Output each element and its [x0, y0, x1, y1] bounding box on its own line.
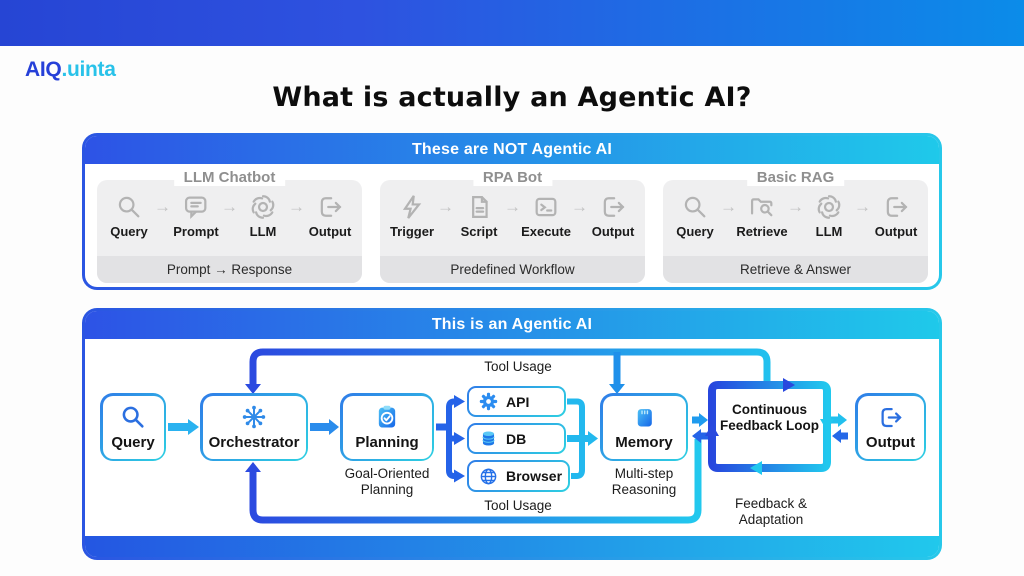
step-label: Trigger: [389, 224, 435, 239]
brand-logo: AIQ.uinta: [25, 58, 116, 82]
step-script: Script: [451, 193, 507, 239]
agentic-banner: This is an Agentic AI: [85, 311, 939, 339]
step-label: Output: [308, 224, 352, 239]
card-llm-chatbot-footer: Prompt → Response: [97, 256, 362, 283]
step-label: Query: [676, 224, 714, 239]
arrow-right-icon: →: [504, 197, 521, 216]
tool-db: DB: [467, 423, 566, 454]
search-icon: [122, 406, 144, 428]
folder-search-icon: [750, 198, 773, 217]
step-label: LLM: [249, 224, 277, 239]
orchestrator-hub-icon: [242, 405, 266, 429]
step-trigger: Trigger: [384, 193, 440, 239]
gear-icon: [479, 392, 498, 411]
step-prompt: Prompt: [168, 193, 224, 239]
database-icon: [482, 431, 495, 446]
flow-connectors: [168, 348, 848, 524]
tool-api: API: [467, 386, 566, 417]
search-icon: [684, 196, 706, 218]
node-output: Output: [855, 393, 926, 461]
step-label: Prompt: [173, 224, 219, 239]
page-title: What is actually an Agentic AI?: [272, 82, 752, 113]
card-llm-chatbot-title: LLM Chatbot: [173, 169, 286, 186]
card-basic-rag-title: Basic RAG: [746, 169, 845, 186]
step-label: Execute: [521, 224, 571, 239]
card-basic-rag: Basic RAG Query → Retrieve → LLM: [663, 169, 928, 283]
memory-sublabel: Multi-step Reasoning: [611, 466, 677, 497]
output-icon: [881, 407, 902, 427]
lightning-icon: [403, 194, 421, 220]
card-llm-chatbot: LLM Chatbot Query → Prompt → LLM: [97, 169, 362, 283]
node-query-label: Query: [111, 434, 155, 451]
brand-logo-prefix: AIQ: [25, 58, 62, 81]
arrow-right-icon: →: [288, 197, 305, 216]
step-label: Script: [460, 224, 498, 239]
chat-bubble-icon: [184, 196, 207, 218]
agentic-flow-diagram: Query: [85, 339, 939, 536]
terminal-icon: [535, 197, 557, 217]
arrow-right-icon: →: [720, 197, 737, 216]
node-memory: Memory: [600, 393, 688, 461]
node-memory-label: Memory: [615, 433, 673, 451]
node-query: Query: [100, 393, 166, 461]
clipboard-check-icon: [378, 405, 396, 428]
card-rpa-bot-footer: Predefined Workflow: [380, 256, 645, 283]
output-icon: [320, 197, 342, 217]
not-agentic-banner: These are NOT Agentic AI: [85, 136, 939, 164]
tool-db-label: DB: [506, 430, 527, 447]
globe-icon: [480, 468, 497, 484]
memory-chip-icon: [637, 408, 652, 426]
step-label: Output: [591, 224, 635, 239]
agentic-panel: This is an Agentic AI: [82, 308, 942, 560]
tool-browser: Browser: [467, 460, 570, 492]
tool-api-label: API: [506, 393, 530, 410]
agentic-panel-footer-bar: [85, 536, 939, 557]
planning-sublabel: Goal-Oriented Planning: [344, 466, 430, 497]
step-llm: LLM: [801, 193, 857, 239]
step-output: Output: [302, 193, 358, 239]
openai-llm-icon: [251, 195, 275, 219]
tool-usage-bottom-label: Tool Usage: [484, 498, 552, 513]
node-orchestrator: Orchestrator: [200, 393, 308, 461]
feedback-loop-sublabel: Feedback & Adaptation: [734, 496, 808, 527]
step-query: Query: [101, 193, 157, 239]
output-icon: [603, 197, 625, 217]
tool-browser-label: Browser: [506, 468, 563, 484]
step-label: Retrieve: [736, 224, 788, 239]
node-orchestrator-label: Orchestrator: [208, 434, 300, 451]
step-execute: Execute: [518, 193, 574, 239]
step-output: Output: [585, 193, 641, 239]
card-rpa-bot-title: RPA Bot: [472, 169, 553, 186]
step-label: Query: [110, 224, 148, 239]
document-icon: [472, 195, 488, 219]
node-planning: Planning: [340, 393, 434, 461]
arrow-right-icon: →: [787, 197, 804, 216]
feedback-loop-label: Continuous Feedback Loop: [719, 402, 819, 433]
tool-usage-top-label: Tool Usage: [484, 359, 552, 374]
openai-llm-icon: [817, 195, 841, 219]
step-label: LLM: [815, 224, 843, 239]
arrow-right-icon: →: [571, 197, 588, 216]
arrow-right-icon: →: [437, 197, 454, 216]
step-output: Output: [868, 193, 924, 239]
node-planning-label: Planning: [355, 434, 419, 451]
node-output-label: Output: [865, 433, 916, 451]
step-label: Output: [874, 224, 918, 239]
step-llm: LLM: [235, 193, 291, 239]
arrow-right-icon: →: [854, 197, 871, 216]
step-query: Query: [667, 193, 723, 239]
arrow-right-icon: →: [154, 197, 171, 216]
search-icon: [118, 196, 140, 218]
brand-logo-suffix: .uinta: [61, 58, 116, 81]
arrow-right-icon: →: [221, 197, 238, 216]
not-agentic-panel: These are NOT Agentic AI LLM Chatbot Que…: [82, 133, 942, 290]
card-rpa-bot: RPA Bot Trigger → Script → Execute: [380, 169, 645, 283]
card-basic-rag-footer: Retrieve & Answer: [663, 256, 928, 283]
top-banner-bar: [0, 0, 1024, 46]
step-retrieve: Retrieve: [734, 193, 790, 239]
output-icon: [886, 197, 908, 217]
